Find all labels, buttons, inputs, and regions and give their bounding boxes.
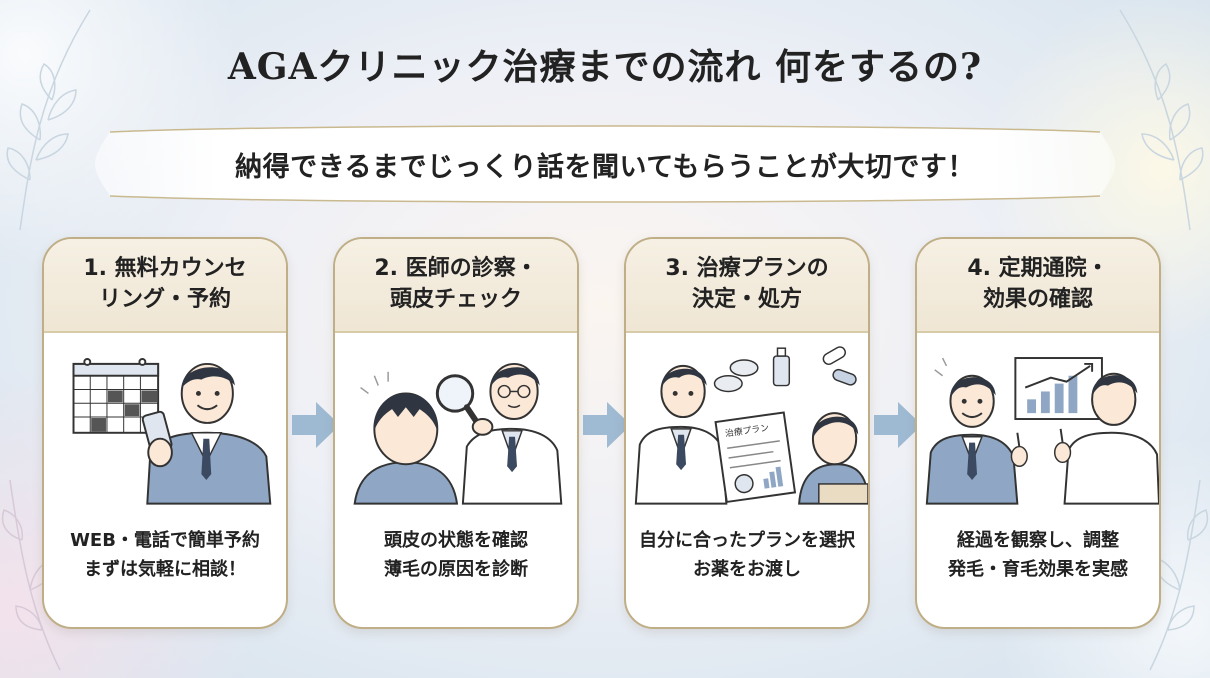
- step-4-title-line2: 効果の確認: [982, 287, 1093, 312]
- prescription-medicine-icon: 治療プラン: [634, 346, 868, 505]
- step-2-header: 2. 医師の診察・ 頭皮チェック: [335, 239, 577, 333]
- step-1-desc-line2: まずは気軽に相談！: [84, 558, 246, 580]
- patient-icon: [798, 412, 868, 505]
- growth-chart-icon: [925, 357, 1159, 505]
- banner-ribbon-shape: [95, 125, 1115, 203]
- step-4-desc-line1: 経過を観察し、調整: [957, 530, 1119, 551]
- step-1-header: 1. 無料カウンセ リング・予約: [44, 239, 286, 333]
- step-4-title-line1: 4. 定期通院・: [967, 256, 1109, 282]
- medicine-icon: [713, 346, 857, 393]
- step-2-title-line1: 2. 医師の診察・: [374, 256, 538, 282]
- prescription-document-icon: 治療プラン: [714, 411, 797, 504]
- step-2-desc-line2: 薄毛の原因を診断: [384, 558, 528, 580]
- page-title: AGAクリニック治療までの流れ 何をするの?: [227, 46, 983, 88]
- step-card-2: 2. 医師の診察・ 頭皮チェック 頭皮の状態を確認: [333, 237, 579, 629]
- doctor-icon: [634, 364, 728, 505]
- step-3-title-line1: 3. 治療プランの: [665, 256, 829, 282]
- step-card-4: 4. 定期通院・ 効果の確認: [915, 237, 1161, 629]
- step-4-desc-line2: 発毛・育毛効果を実感: [948, 558, 1128, 580]
- flow-arrow-2: [583, 402, 631, 448]
- flow-arrow-1: [292, 402, 340, 448]
- step-4-header: 4. 定期通院・ 効果の確認: [917, 239, 1159, 333]
- doctor-icon: [461, 362, 563, 505]
- magnifier-icon: [435, 374, 494, 436]
- step-4-description: 経過を観察し、調整 発毛・育毛効果を実感: [917, 527, 1159, 585]
- step-3-description: 自分に合ったプランを選択 お薬をお渡し: [626, 527, 868, 585]
- calendar-smartphone-icon: [72, 358, 272, 505]
- bar-chart-icon: [1014, 357, 1103, 420]
- patient-icon: [925, 357, 1028, 505]
- step-3-title-line2: 決定・処方: [691, 287, 802, 312]
- step-1-title-line1: 1. 無料カウンセ: [83, 256, 247, 282]
- person-icon: [141, 362, 272, 505]
- patient-icon: [353, 371, 459, 505]
- step-2-desc-line1: 頭皮の状態を確認: [384, 530, 528, 551]
- step-1-description: WEB・電話で簡単予約 まずは気軽に相談！: [44, 527, 286, 585]
- step-2-description: 頭皮の状態を確認 薄毛の原因を診断: [335, 527, 577, 585]
- banner-text: 納得できるまでじっくり話を聞いてもらうことが大切です！: [235, 151, 975, 183]
- subtitle-banner: 納得できるまでじっくり話を聞いてもらうことが大切です！: [90, 122, 1120, 206]
- doctor-icon: [1053, 372, 1159, 505]
- step-2-title-line2: 頭皮チェック: [389, 287, 522, 312]
- flow-arrow-3: [874, 402, 922, 448]
- step-1-title-line2: リング・予約: [98, 287, 231, 312]
- step-3-desc-line2: お薬をお渡し: [693, 558, 801, 580]
- step-1-desc-line1: WEB・電話で簡単予約: [70, 530, 260, 551]
- step-3-header: 3. 治療プランの 決定・処方: [626, 239, 868, 333]
- step-card-1: 1. 無料カウンセ リング・予約: [42, 237, 288, 629]
- magnifier-scalp-check-icon: [353, 362, 563, 505]
- step-3-desc-line1: 自分に合ったプランを選択: [639, 530, 855, 551]
- step-card-3: 3. 治療プランの 決定・処方 治療プラン: [624, 237, 870, 629]
